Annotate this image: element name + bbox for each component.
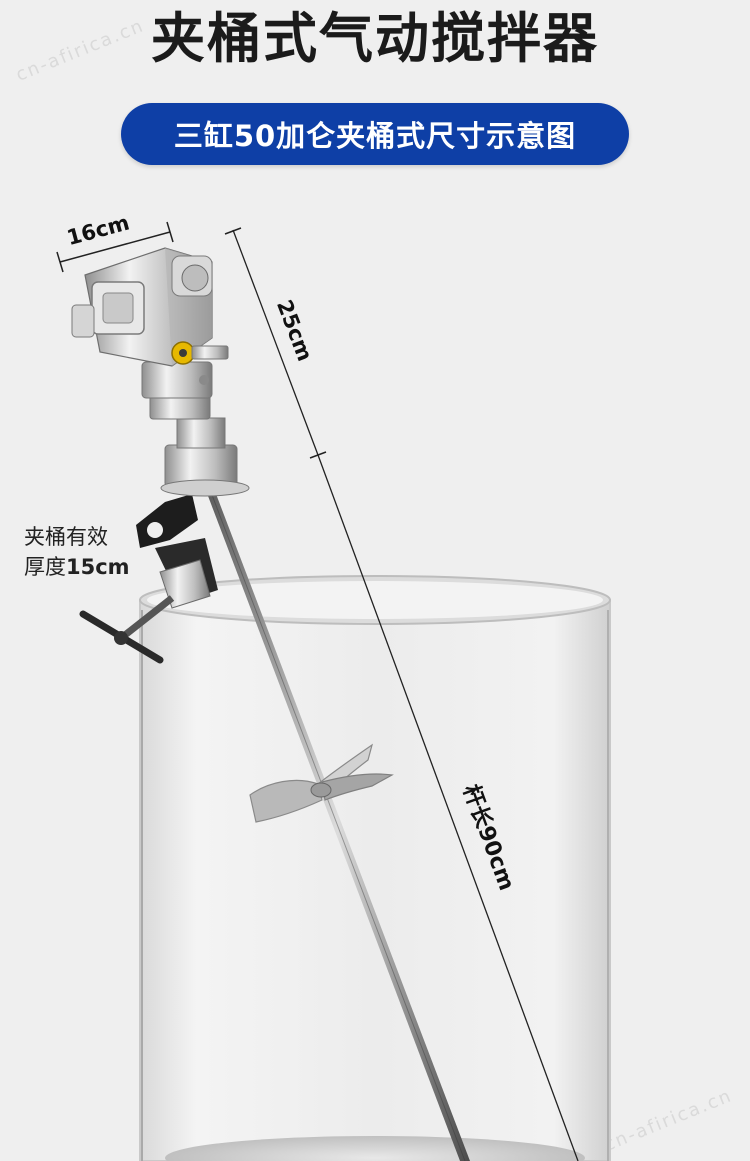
clamp-label-line2: 厚度15cm: [24, 552, 164, 582]
dimension-head-height-label: 25cm: [272, 297, 317, 365]
clamp-label-prefix: 厚度: [24, 555, 66, 579]
dimension-head-width-label: 16cm: [64, 210, 132, 250]
motor-head: [71, 247, 250, 497]
clamp-label-value: 15cm: [66, 555, 130, 579]
mixing-rod: [205, 486, 470, 1161]
page-title: 夹桶式气动搅拌器: [151, 7, 599, 70]
bucket: [139, 575, 611, 1161]
clamp-thickness-label: 夹桶有效 厚度15cm: [24, 522, 164, 582]
banner-text: 三缸50加仑夹桶式尺寸示意图: [173, 119, 577, 153]
dimension-head-height: 25cm: [224, 227, 327, 459]
bucket-clamp: [79, 494, 218, 664]
subtitle-banner: 三缸50加仑夹桶式尺寸示意图: [121, 103, 629, 165]
impeller: [249, 743, 394, 823]
clamp-label-line1: 夹桶有效: [24, 525, 108, 549]
